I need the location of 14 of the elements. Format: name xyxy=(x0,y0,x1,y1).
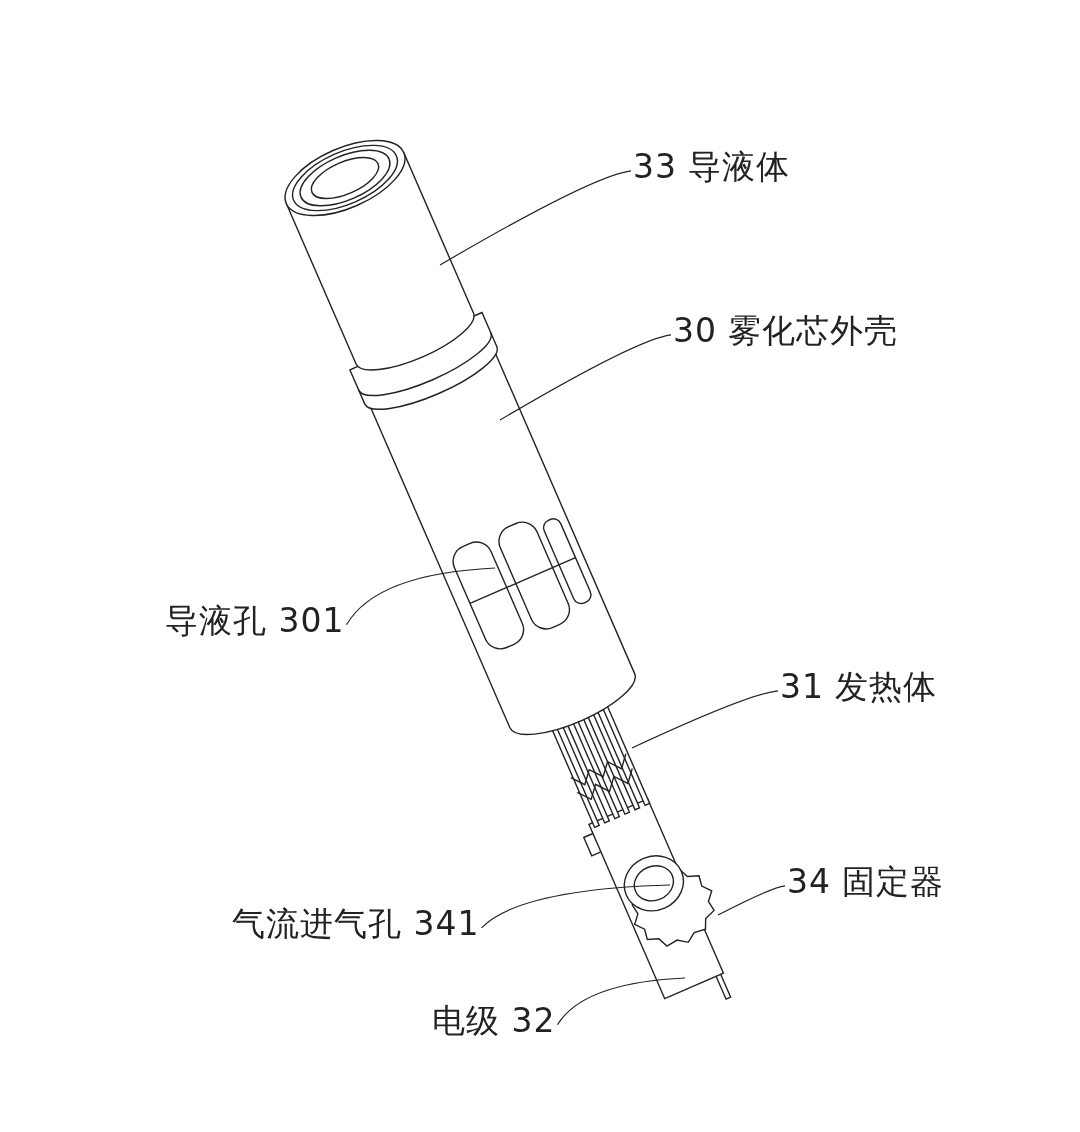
part-label: 34 固定器 xyxy=(787,862,945,902)
leader-line xyxy=(499,334,672,421)
part-label: 30 雾化芯外壳 xyxy=(673,311,899,351)
leader-line xyxy=(717,885,786,916)
part-label: 电级 32 xyxy=(432,1001,556,1041)
part-label: 导液孔 301 xyxy=(165,601,345,641)
part-label: 气流进气孔 341 xyxy=(232,904,480,944)
leader-line xyxy=(631,690,779,749)
leader-line xyxy=(480,884,671,929)
leader-line xyxy=(345,567,496,626)
part-label: 33 导液体 xyxy=(633,147,791,187)
part-label: 31 发热体 xyxy=(780,667,938,707)
leader-line xyxy=(439,170,632,266)
leader-line xyxy=(556,977,686,1026)
